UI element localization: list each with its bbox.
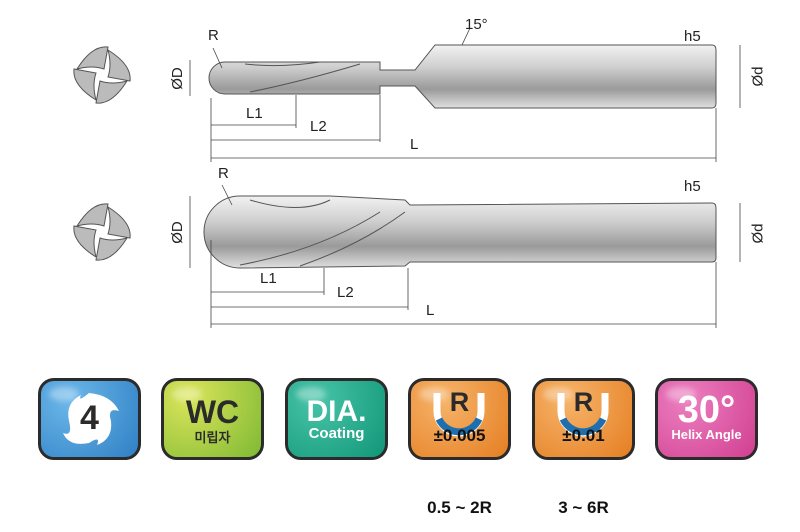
radius-letter: R	[573, 387, 594, 417]
radius-tolerance-icon-1: R ±0.005	[408, 378, 511, 460]
coating-title: DIA.	[306, 395, 367, 428]
tool1-tolerance-label: h5	[684, 28, 701, 45]
tool2-l1-label: L1	[260, 270, 277, 287]
radius-range-1: 0.5 ~ 2R	[427, 498, 492, 517]
helix-angle-value: 30°	[677, 389, 736, 431]
radius-tolerance: ±0.01	[562, 426, 605, 445]
tool1-dimensions	[189, 27, 741, 162]
tool2-diameter-label: ØD	[168, 221, 186, 244]
tool1-end-view	[73, 46, 131, 104]
tool2-l2-label: L2	[337, 284, 354, 301]
radius-tolerance: ±0.005	[433, 426, 486, 445]
tool1-l1-label: L1	[246, 105, 263, 122]
tool2-length-label: L	[426, 302, 435, 319]
end-mill-drawings	[73, 27, 741, 328]
tool2-end-view	[73, 203, 131, 261]
tool1-l2-label: L2	[310, 118, 327, 135]
coating-subtitle: Coating	[308, 425, 365, 442]
tool2-tolerance-label: h5	[684, 178, 701, 195]
flute-swirl-icon	[63, 393, 119, 445]
coating-icon: DIA. Coating	[285, 378, 388, 460]
material-icon: WC 미립자	[161, 378, 264, 460]
tool1-diameter-label: ØD	[168, 67, 186, 90]
tool2-radius-label: R	[218, 165, 229, 182]
helix-angle-label: Helix Angle	[671, 427, 742, 442]
radius-range-2: 3 ~ 6R	[558, 498, 609, 517]
flute-count: 4	[80, 399, 99, 437]
tool1-angle-label: 15°	[465, 16, 488, 33]
tool1-shank-diameter-label: Ød	[749, 66, 767, 87]
tool1-body	[208, 44, 717, 109]
tool2-body	[203, 195, 717, 269]
flutes-icon: 4	[38, 378, 141, 460]
material-title: WC	[185, 394, 240, 430]
helix-angle-icon: 30° Helix Angle	[655, 378, 758, 460]
tool2-dimensions	[189, 184, 741, 328]
radius-arc-icon	[433, 393, 485, 437]
material-subtitle: 미립자	[194, 430, 231, 445]
radius-letter: R	[449, 387, 470, 417]
tool2-shank-diameter-label: Ød	[749, 223, 767, 244]
tool1-radius-label: R	[208, 27, 219, 44]
tool1-length-label: L	[410, 136, 419, 153]
radius-tolerance-icon-2: R ±0.01	[532, 378, 635, 460]
radius-arc-icon	[557, 393, 609, 437]
